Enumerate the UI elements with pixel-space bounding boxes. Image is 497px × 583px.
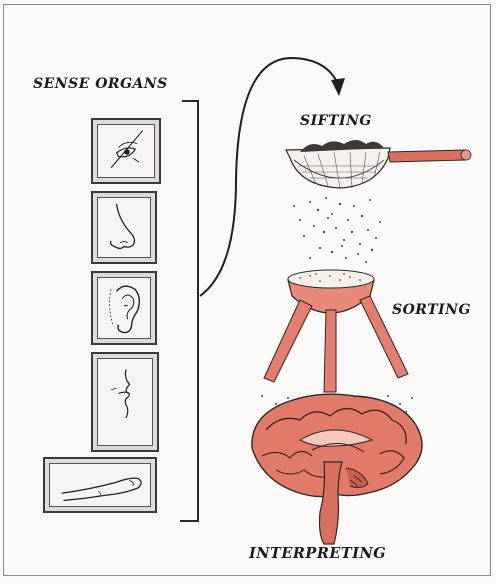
sense-organs-bracket (180, 101, 198, 521)
sieve-icon (286, 140, 471, 188)
brain-icon (252, 394, 422, 544)
arrow-head-icon (331, 78, 345, 96)
sorting-bowl-icon (264, 270, 408, 392)
falling-particles-upper (293, 197, 381, 263)
